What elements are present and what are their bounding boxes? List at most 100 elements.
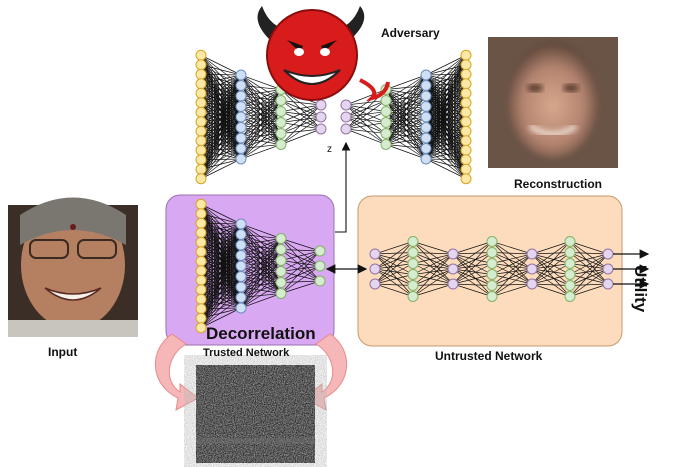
untrusted-edge	[374, 253, 414, 286]
trusted-edge	[200, 213, 242, 225]
adversary-decoder-node	[420, 122, 432, 133]
untrusted-edge	[491, 252, 533, 285]
trusted-node	[195, 217, 207, 229]
untrusted-node	[486, 269, 498, 280]
trusted-node	[235, 239, 247, 251]
adversary-decoder-edge	[345, 116, 387, 145]
adversary-encoder-edge	[280, 89, 322, 118]
untrusted-edge	[491, 263, 533, 270]
untrusted-edge	[531, 253, 571, 297]
adversary-encoder-edge	[280, 100, 322, 130]
trusted-edge	[200, 241, 242, 256]
adversary-encoder-edge	[200, 74, 242, 122]
trusted-edge	[200, 251, 242, 277]
adversary-decoder-edge	[425, 64, 467, 76]
adversary-decoder-edge	[425, 55, 467, 107]
untrusted-node	[564, 280, 576, 291]
untrusted-edge	[569, 253, 609, 297]
untrusted-node	[486, 247, 498, 258]
untrusted-edge	[491, 274, 533, 285]
adversary-decoder-edge	[425, 127, 467, 132]
adversary-encoder-edge	[200, 92, 242, 97]
trusted-edge	[200, 255, 242, 328]
adversary-decoder-edge	[385, 144, 427, 160]
trusted-node	[195, 246, 207, 258]
untrusted-edge	[569, 274, 609, 285]
adversary-encoder-edge	[200, 74, 242, 160]
untrusted-edge	[531, 283, 571, 286]
adversary-encoder-node	[235, 111, 247, 123]
adversary-encoder-node	[195, 49, 207, 61]
utility-label: Utility	[631, 265, 650, 313]
trusted-edge	[200, 279, 242, 298]
adversary-decoder-node	[340, 111, 352, 123]
input-face-photo	[8, 197, 138, 337]
adversary-encoder-edge	[200, 127, 242, 179]
recon-eye-right	[563, 84, 579, 92]
trusted-edge	[240, 238, 282, 246]
trusted-edge	[200, 298, 242, 309]
adversary-decoder-edge	[425, 74, 467, 122]
untrusted-node	[564, 291, 576, 302]
adversary-decoder-edge	[385, 95, 427, 145]
untrusted-edge	[452, 268, 493, 297]
recon-smile	[528, 123, 578, 137]
adversary-encoder-node	[275, 106, 287, 117]
trusted-node	[235, 260, 247, 272]
untrusted-edge	[374, 241, 414, 270]
adversary-encoder-edge	[240, 89, 282, 107]
adversary-decoder-edge	[345, 116, 387, 134]
untrusted-edge	[531, 241, 571, 255]
adversary-decoder-edge	[425, 130, 467, 139]
adversary-decoder-node	[460, 116, 472, 128]
untrusted-edge	[531, 253, 571, 264]
adversary-decoder-node	[460, 144, 472, 156]
trusted-edge	[200, 234, 242, 243]
adversary-decoder-edge	[425, 95, 467, 141]
adversary-encoder-node	[235, 132, 247, 144]
adversary-encoder-edge	[240, 89, 282, 118]
adversary-decoder-edge	[425, 85, 467, 141]
untrusted-node	[564, 236, 576, 247]
trusted-edge	[200, 279, 242, 288]
adversary-decoder-edge	[425, 55, 467, 160]
untrusted-node	[526, 263, 538, 275]
untrusted-edge	[531, 241, 571, 270]
adversary-decoder-edge	[345, 104, 387, 123]
decorrelation-label: Decorrelation	[206, 324, 316, 343]
adversary-encoder-edge	[240, 89, 282, 139]
adversary-decoder-edge	[425, 55, 467, 139]
trusted-edge	[200, 251, 242, 256]
trusted-edge	[200, 265, 242, 272]
trusted-edge	[200, 289, 242, 309]
adversary-label: Adversary	[381, 26, 440, 40]
adversary-decoder-edge	[425, 85, 467, 132]
trusted-edge	[240, 238, 282, 267]
collar	[8, 320, 138, 337]
adversary-decoder-node	[420, 111, 432, 123]
untrusted-edge	[491, 253, 533, 297]
trusted-edge	[200, 223, 242, 271]
adversary-decoder-node	[380, 139, 392, 150]
adversary-decoder-edge	[345, 104, 387, 145]
adversary-decoder-node	[460, 106, 472, 118]
adversary-decoder-edge	[425, 140, 467, 149]
untrusted-edge	[374, 283, 414, 297]
trusted-edge	[240, 238, 282, 298]
trusted-node	[195, 293, 207, 305]
trusted-node	[195, 236, 207, 248]
adversary-encoder-edge	[200, 112, 242, 160]
adversary-encoder-edge	[200, 121, 242, 128]
untrusted-edge	[412, 283, 454, 286]
devil-head	[266, 9, 358, 101]
untrusted-edge	[374, 241, 414, 255]
trusted-edge	[200, 270, 242, 309]
untrusted-edge	[491, 241, 533, 270]
adversary-encoder-edge	[200, 148, 242, 170]
trusted-edge	[200, 270, 242, 288]
adversary-decoder-edge	[425, 92, 467, 97]
glasses-right	[77, 239, 117, 259]
adversary-decoder-edge	[425, 158, 467, 161]
untrusted-edge	[531, 268, 571, 275]
